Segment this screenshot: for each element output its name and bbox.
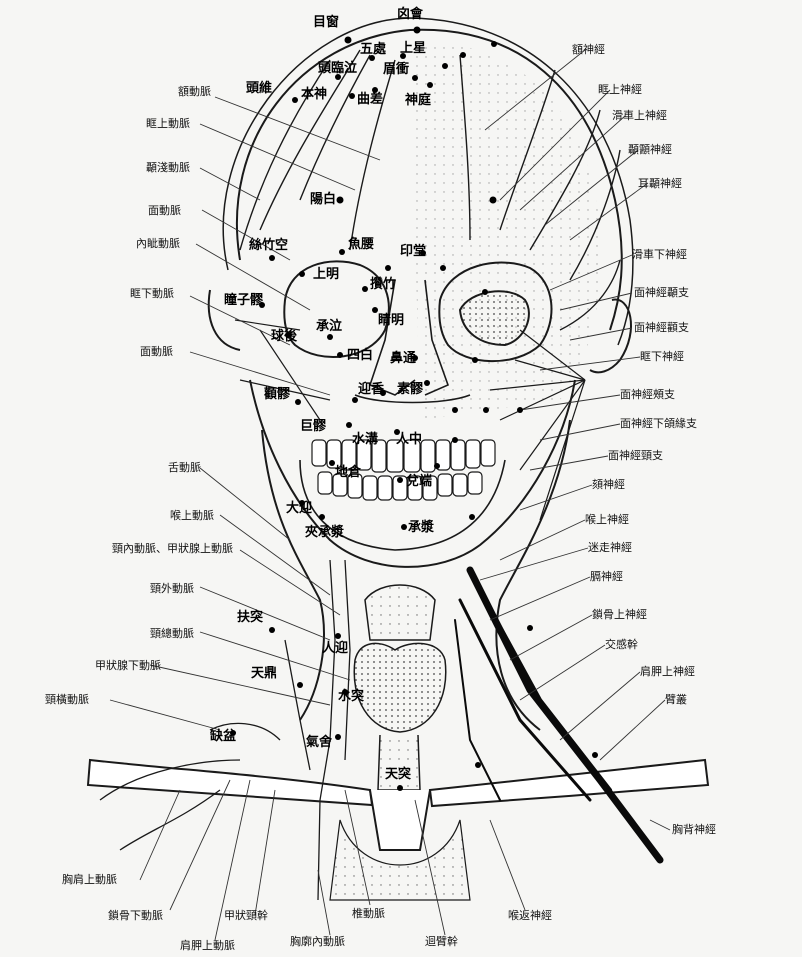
label-futu: 扶突 [237,611,263,625]
label-duiduan: 兌端 [406,475,432,489]
label-huibi-ganzhuang: 迴臂幹 [425,936,458,948]
label-jiangu-shang: 肩胛上動脈 [180,940,235,952]
label-xiongjian-shenjing: 胸背神經 [672,824,716,836]
label-xinhui: 囟會 [397,8,423,22]
label-houshang-shenjing: 喉上神經 [585,514,629,526]
label-kou-shenjing: 頦神經 [592,479,625,491]
label-dicang: 地倉 [335,466,361,480]
label-qiuhou: 球後 [271,330,297,344]
label-houhui-shenjing: 喉返神經 [508,910,552,922]
label-zheshang-dongmai: 眶上動脈 [146,118,190,130]
label-jiaogan-gan: 交感幹 [605,639,638,651]
label-bicong: 臂叢 [665,694,687,706]
label-tiantu: 天突 [385,768,411,782]
label-qishe: 氣舍 [306,736,332,750]
label-quanliao: 顴髎 [264,388,290,402]
label-xiongkuo-nei: 胸廓內動脈 [290,936,345,948]
label-huache-shangshen: 滑車上神經 [612,110,667,122]
label-niehuang-shenjing: 顳顬神經 [628,144,672,156]
larynx-thyroid [354,585,446,790]
label-shangming: 上明 [313,268,339,282]
label-yingxiang: 迎香 [358,383,384,397]
label-mizou-shenjing: 迷走神經 [588,542,632,554]
label-mian-dongmai2: 面動脈 [140,346,173,358]
label-muchuang: 目窗 [313,16,339,30]
label-renzhong: 人中 [396,433,422,447]
label-mianshen-xiajiazhi: 面神經下頜緣支 [620,418,697,430]
label-jiazhuang-jingqian: 甲狀頸幹 [224,910,268,922]
label-shuigou: 水溝 [352,433,378,447]
label-zanzhu: 攢竹 [370,278,396,292]
label-jingzong-dongmai: 頸總動脈 [150,628,194,640]
label-niehuang-dongmai: 顳淺動脈 [146,162,190,174]
label-meichong: 眉衝 [383,63,409,77]
label-mianshen-jiazhi: 面神經頰支 [620,389,675,401]
label-quepen: 缺盆 [210,730,236,744]
label-benshen: 本神 [301,88,327,102]
label-suogu-shangshen: 鎖骨上神經 [592,609,647,621]
label-e-dongmai: 額動脈 [178,86,211,98]
label-xiongjian-shang: 胸肩上動脈 [62,874,117,886]
label-chengjiang: 承漿 [408,521,434,535]
label-bitong: 鼻通 [390,352,416,366]
label-kuangxia-dongmai: 眶下動脈 [130,288,174,300]
label-shuitu: 水突 [338,690,364,704]
label-jingming: 睛明 [378,314,404,328]
label-shexia-dongmai: 舌動脈 [168,462,201,474]
label-jingnei-jiazhuang: 頸內動脈、甲狀腺上動脈 [112,543,233,555]
label-kuangxia-shenjing: 眶下神經 [640,351,684,363]
label-tongziliao: 瞳子髎 [224,294,263,308]
label-jiazhuangxian-xia: 甲狀腺下動脈 [95,660,161,672]
label-houshang-dongmai: 喉上動脈 [170,510,214,522]
label-toulinqi: 頭臨泣 [318,62,357,76]
label-qucha: 曲差 [357,93,383,107]
label-mianshen-niezhi: 面神經顳支 [634,287,689,299]
label-mian-dongmai: 面動脈 [148,205,181,217]
label-sibai: 四白 [347,349,373,363]
label-mianshen-jingzhi: 面神經頸支 [608,450,663,462]
skull-shading [410,40,601,420]
label-jingwai-dongmai: 頸外動脈 [150,583,194,595]
label-tianding: 天鼎 [251,667,277,681]
label-shenting: 神庭 [405,94,431,108]
label-e-shenjing: 額神經 [572,44,605,56]
label-jinghengdongmai: 頸橫動脈 [45,694,89,706]
label-shangxing: 上星 [400,42,426,56]
label-erzhi-shenjing: 耳顳神經 [638,178,682,190]
label-suogu-xia: 鎖骨下動脈 [108,910,163,922]
label-touwei: 頭維 [246,82,272,96]
label-renying: 人迎 [322,642,348,656]
label-jing-dongmai: 椎動脈 [352,908,385,920]
label-suliao: 素髎 [397,383,423,397]
label-jiachengjiang: 夾承漿 [305,526,344,540]
label-jianjia-shangshen: 肩胛上神經 [640,666,695,678]
label-chengqi: 承泣 [316,320,342,334]
label-wuchu: 五處 [360,43,386,57]
label-mianshen-quanzhi: 面神經顴支 [634,322,689,334]
label-kuangshang-shenjing: 眶上神經 [598,84,642,96]
label-ge-shenjing: 膈神經 [590,571,623,583]
label-yangbai: 陽白 [310,193,336,207]
label-yuyao: 魚腰 [348,238,374,252]
label-huache-xiashen: 滑車下神經 [632,249,687,261]
label-yintang: 印堂 [400,245,426,259]
label-daying: 大迎 [286,502,312,516]
label-sizhukong: 絲竹空 [249,239,288,253]
label-juliao: 巨髎 [300,420,326,434]
label-neizi-dongmai: 內眦動脈 [136,238,180,250]
